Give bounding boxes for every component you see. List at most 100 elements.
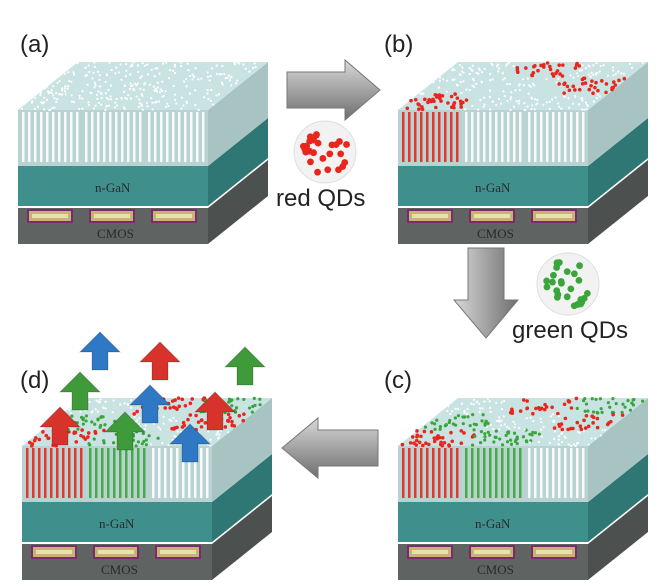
cmos-pixel-top bbox=[156, 214, 192, 218]
quantum-dot bbox=[181, 420, 186, 425]
quantum-dot bbox=[483, 423, 487, 427]
quantum-dot bbox=[129, 399, 133, 402]
quantum-dot bbox=[163, 406, 168, 410]
quantum-dot bbox=[123, 90, 126, 93]
quantum-dot bbox=[514, 423, 517, 426]
emission-arrow-icon bbox=[78, 331, 122, 371]
quantum-dot bbox=[76, 427, 80, 431]
qd-dot bbox=[553, 259, 561, 267]
quantum-dot bbox=[590, 397, 594, 401]
quantum-dot bbox=[533, 98, 536, 101]
quantum-dot bbox=[72, 71, 75, 74]
quantum-dot bbox=[482, 96, 486, 99]
qd-dot bbox=[332, 141, 340, 149]
quantum-dot bbox=[146, 63, 149, 66]
quantum-dot bbox=[622, 76, 627, 81]
quantum-dot bbox=[549, 415, 552, 418]
quantum-dot bbox=[423, 425, 428, 429]
qd-stripe-right bbox=[178, 112, 181, 162]
quantum-dot bbox=[158, 100, 161, 103]
qd-stripe-left bbox=[432, 448, 435, 498]
quantum-dot bbox=[200, 418, 204, 422]
quantum-dot bbox=[417, 102, 421, 107]
quantum-dot bbox=[540, 435, 543, 438]
quantum-dot bbox=[94, 104, 97, 107]
quantum-dot bbox=[119, 63, 122, 66]
quantum-dot bbox=[592, 64, 595, 67]
quantum-dot bbox=[539, 428, 543, 431]
quantum-dot bbox=[86, 435, 90, 439]
qd-stripe-left bbox=[62, 448, 65, 498]
quantum-dot bbox=[100, 92, 103, 95]
quantum-dot bbox=[180, 65, 183, 68]
quantum-dot bbox=[609, 419, 613, 424]
quantum-dot bbox=[150, 68, 153, 71]
quantum-dot bbox=[586, 103, 589, 107]
quantum-dot bbox=[41, 430, 45, 434]
quantum-dot bbox=[137, 423, 141, 426]
quantum-dot bbox=[134, 82, 137, 85]
gan-layer-side bbox=[208, 118, 268, 206]
quantum-dot bbox=[529, 416, 532, 419]
quantum-dot bbox=[230, 419, 234, 424]
quantum-dot bbox=[185, 85, 188, 88]
quantum-dot bbox=[171, 69, 175, 72]
quantum-dot bbox=[400, 442, 405, 447]
quantum-dot bbox=[203, 96, 206, 99]
qd-dot bbox=[341, 159, 349, 166]
quantum-dot bbox=[173, 63, 177, 66]
qd-stripe-right bbox=[184, 112, 187, 162]
quantum-dot bbox=[583, 108, 586, 111]
quantum-dot bbox=[477, 67, 481, 70]
quantum-dot bbox=[548, 100, 551, 103]
quantum-dot bbox=[194, 89, 197, 92]
qd-stripe-left bbox=[438, 112, 441, 162]
quantum-dot bbox=[537, 440, 541, 444]
quantum-dot bbox=[46, 436, 51, 441]
qd-stripe-right bbox=[582, 112, 585, 162]
quantum-dot bbox=[466, 415, 470, 419]
quantum-dot bbox=[105, 74, 109, 77]
qd-stripe-mid bbox=[495, 112, 498, 162]
quantum-dot bbox=[478, 407, 482, 410]
quantum-dot bbox=[598, 397, 603, 401]
qd-stripe-mid bbox=[85, 112, 88, 162]
quantum-dot bbox=[217, 436, 220, 439]
qd-dot bbox=[343, 141, 350, 148]
quantum-dot bbox=[105, 96, 108, 100]
quantum-dot bbox=[502, 415, 505, 418]
quantum-dot bbox=[156, 81, 159, 84]
quantum-dot bbox=[188, 92, 192, 95]
quantum-dot bbox=[230, 398, 234, 402]
quantum-dot bbox=[542, 103, 545, 106]
quantum-dot bbox=[578, 424, 583, 428]
qd-stripe-mid bbox=[483, 448, 486, 498]
quantum-dot bbox=[505, 440, 510, 444]
qd-stripe-right bbox=[160, 112, 163, 162]
quantum-dot bbox=[143, 83, 146, 86]
quantum-dot bbox=[484, 419, 488, 423]
quantum-dot bbox=[227, 74, 231, 77]
quantum-dot bbox=[489, 72, 492, 75]
quantum-dot bbox=[531, 430, 535, 435]
quantum-dot bbox=[100, 96, 103, 100]
quantum-dot bbox=[104, 108, 107, 111]
quantum-dot bbox=[455, 83, 458, 86]
qd-stripe-left bbox=[32, 448, 35, 498]
gan-layer bbox=[398, 166, 588, 206]
quantum-dot bbox=[235, 82, 238, 85]
qd-stripe-left bbox=[420, 112, 423, 162]
quantum-dot bbox=[542, 407, 547, 412]
quantum-dot bbox=[81, 416, 85, 420]
quantum-dot bbox=[575, 72, 578, 75]
quantum-dot bbox=[102, 439, 106, 443]
gan-layer-side bbox=[212, 454, 272, 542]
quantum-dot bbox=[122, 106, 125, 109]
quantum-dot bbox=[208, 79, 211, 82]
qd-stripe-left bbox=[52, 112, 55, 162]
quantum-dot bbox=[563, 416, 568, 421]
quantum-dot bbox=[438, 442, 443, 447]
quantum-dot bbox=[466, 412, 469, 415]
quantum-dot bbox=[582, 430, 585, 433]
